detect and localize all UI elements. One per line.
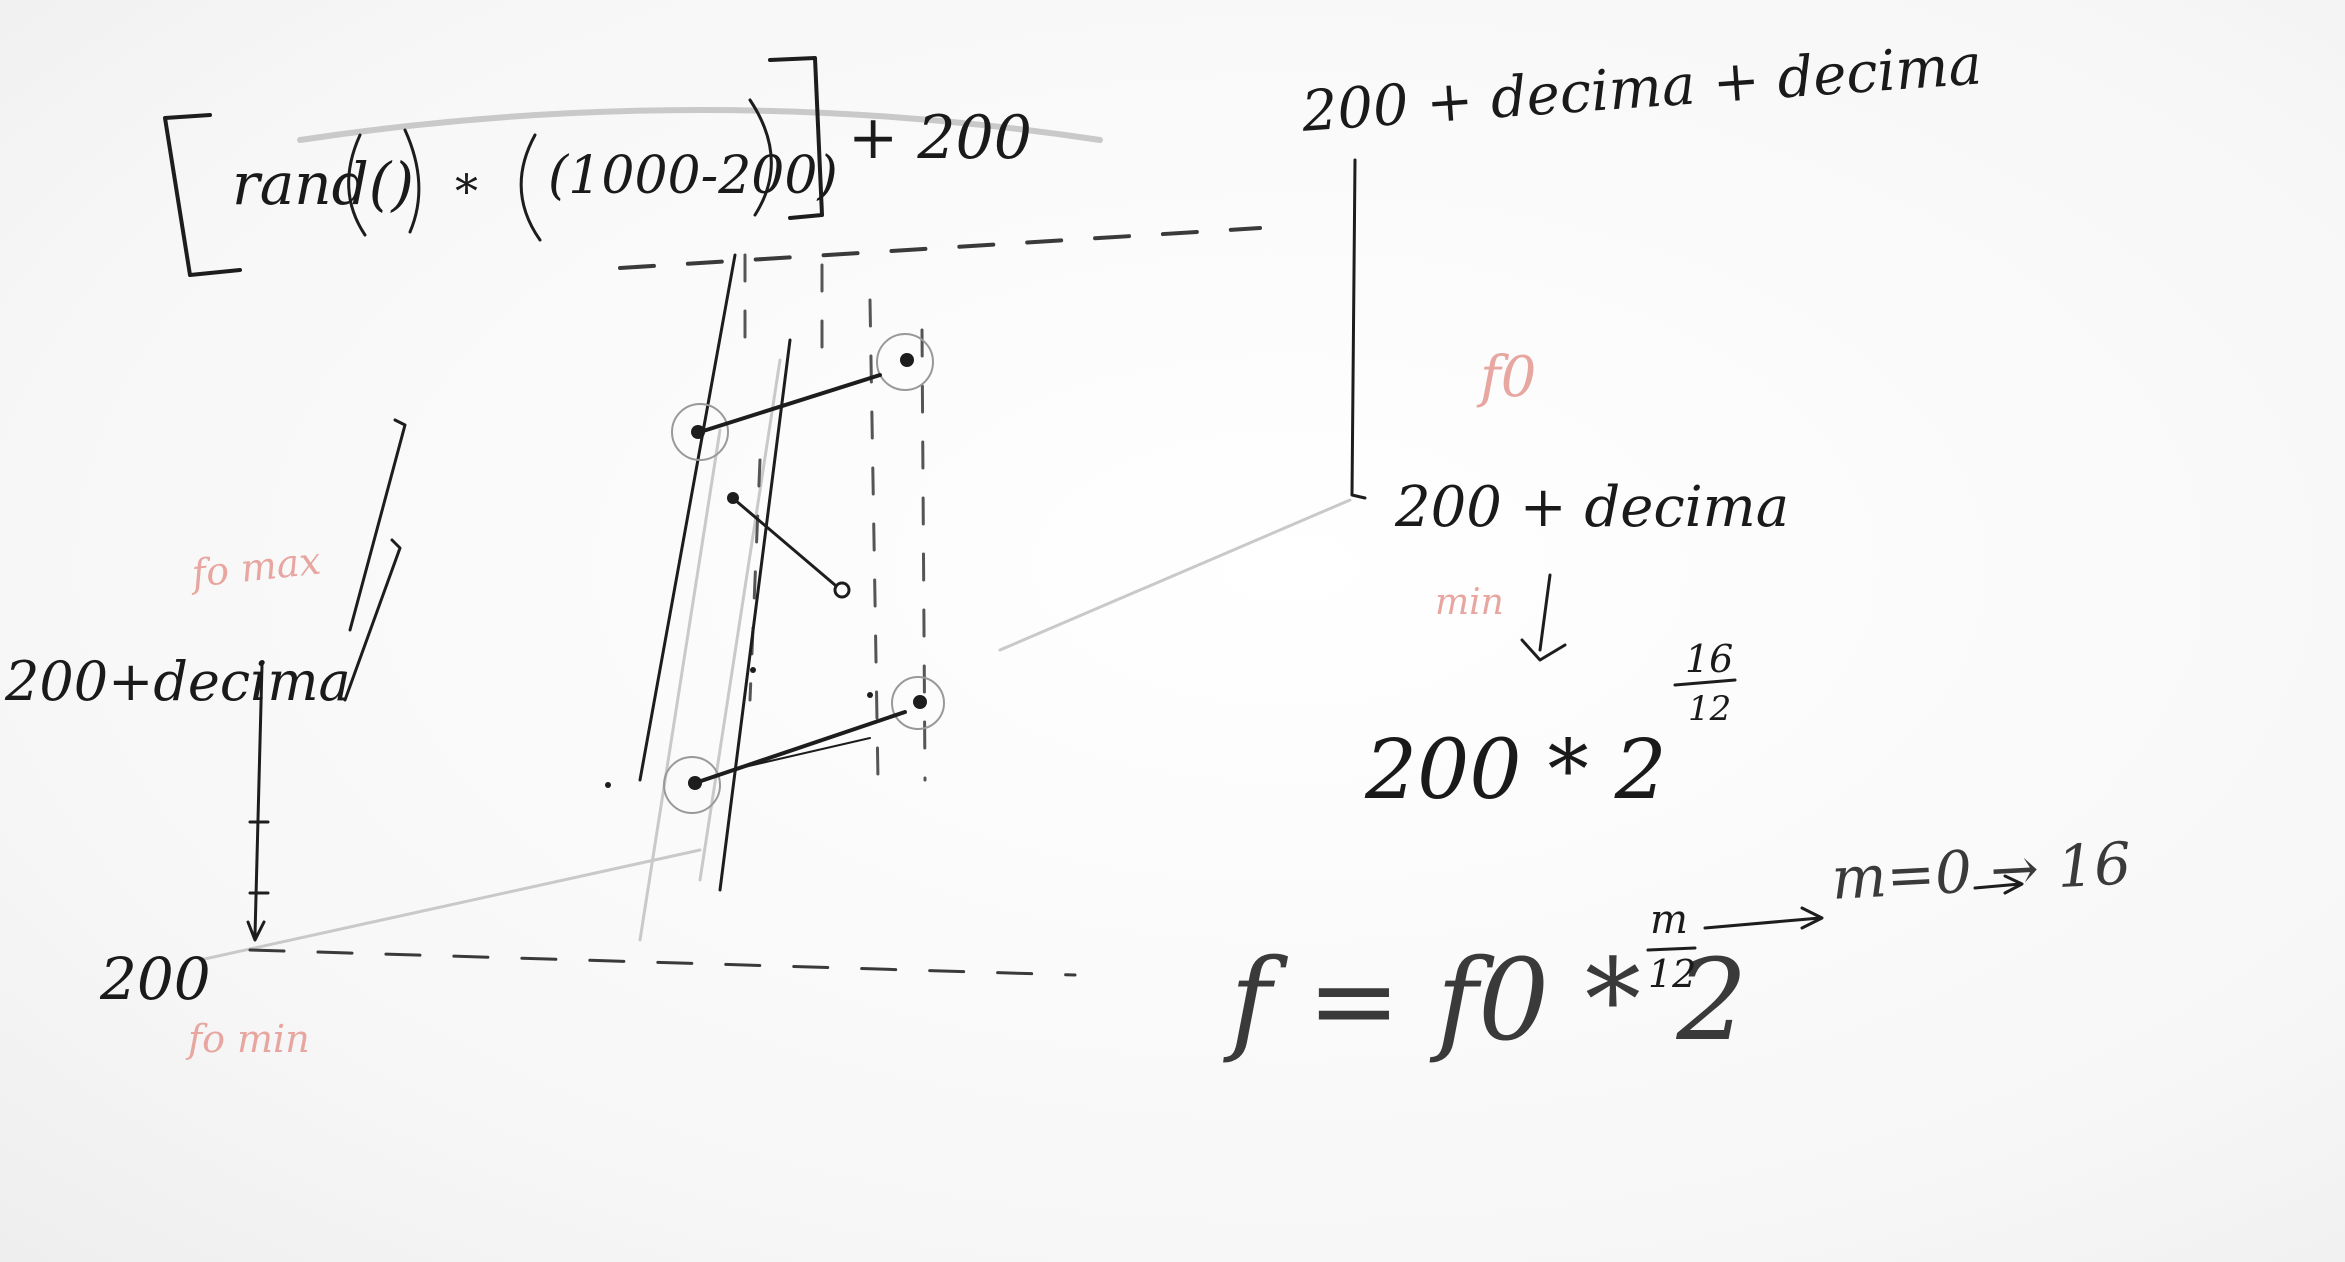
speck-3 xyxy=(750,667,756,673)
guide-left-1 xyxy=(348,418,407,632)
node-mid-b xyxy=(833,581,851,599)
vertical-arrow-left xyxy=(253,663,264,937)
node-top-right xyxy=(900,353,914,367)
connector-bottom-shadow xyxy=(739,737,871,769)
dashed-guide-top xyxy=(618,226,1262,270)
power-exp-num: 16 xyxy=(1685,637,1734,681)
dashed-baseline xyxy=(248,948,1077,977)
label-f0: f0 xyxy=(1480,345,1537,410)
speck-2 xyxy=(867,692,873,698)
formula-range: (1000-200) xyxy=(548,146,838,206)
main-range: m=0 → 16 xyxy=(1829,829,2133,913)
paren-open xyxy=(347,133,367,237)
guide-left-2 xyxy=(343,538,402,702)
connector-top xyxy=(698,373,882,434)
formula-offset: + 200 xyxy=(848,103,1032,173)
connector-mid xyxy=(733,498,837,587)
label-fo-min: fo min xyxy=(188,1017,310,1061)
label-bottom-left: 200 xyxy=(100,945,211,1013)
paren-close xyxy=(403,128,421,234)
main-exp-num: m xyxy=(1650,897,1688,943)
arrow-range-2-head xyxy=(2003,874,2024,895)
dashed-vertical-4 xyxy=(920,328,927,782)
fraction-bar-power xyxy=(1673,678,1737,687)
label-min: min xyxy=(1435,582,1504,623)
power-exp-den: 12 xyxy=(1688,689,1732,729)
arrow-min-head xyxy=(1520,638,1567,662)
main-formula: f = f0 * 2 xyxy=(1230,936,1748,1066)
dashed-vertical-5 xyxy=(748,458,762,702)
arrow-min-down xyxy=(1538,573,1552,652)
main-exp-den: 12 xyxy=(1648,952,1697,996)
formula-multiply: * xyxy=(455,164,478,218)
arrow-range xyxy=(1703,916,1822,930)
dashed-vertical-3 xyxy=(868,298,880,782)
label-mid-right: 200 + decima xyxy=(1395,475,1790,540)
arrow-range-2 xyxy=(1973,882,2022,890)
formula-bracket-right xyxy=(768,56,824,220)
slope-line-2 xyxy=(718,338,792,892)
arrow-range-head xyxy=(1800,906,1824,930)
formula-bracket-left xyxy=(163,113,242,277)
formula-rand: rand() xyxy=(232,150,415,218)
node-ring-top-right xyxy=(876,333,934,391)
connector-bottom xyxy=(696,710,907,784)
node-ring-bottom-right xyxy=(891,676,945,730)
speck-1 xyxy=(605,782,611,788)
power-base: 200 * 2 xyxy=(1365,723,1667,818)
paren-open-2 xyxy=(519,133,542,242)
fraction-bar-main xyxy=(1646,946,1697,952)
node-bottom-right xyxy=(913,695,927,709)
slope-line-1 xyxy=(638,253,737,782)
node-ring-top-left xyxy=(671,403,729,461)
arrow-head-down-left xyxy=(246,920,266,942)
node-ring-bottom-left xyxy=(663,756,721,814)
vertical-connector-right xyxy=(1350,158,1367,500)
label-left-value: 200+decima xyxy=(5,650,351,713)
paren-close-2 xyxy=(748,98,773,217)
node-bottom-left xyxy=(688,776,702,790)
